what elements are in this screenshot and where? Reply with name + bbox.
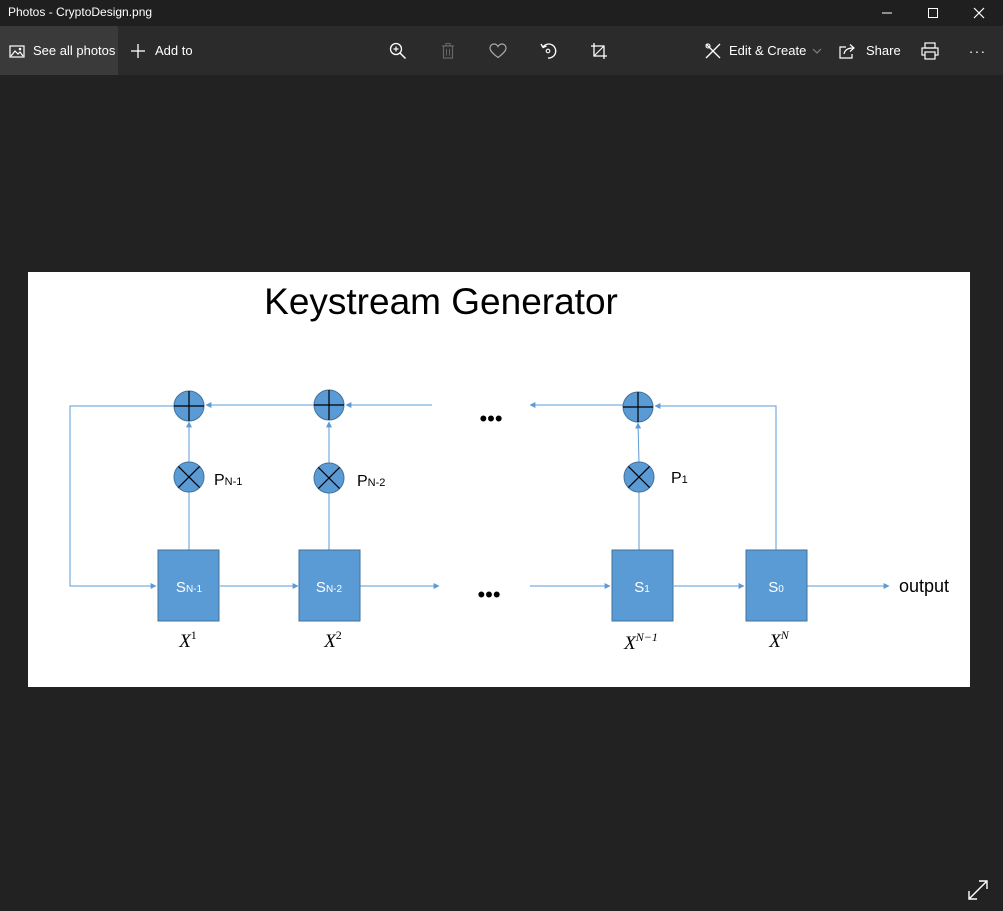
expand-icon [968, 880, 988, 900]
keystream-diagram: Keystream Generator [69, 281, 949, 654]
print-icon [921, 41, 939, 60]
register-box [298, 549, 361, 622]
register-labels: SN-1 SN-2 S1 S0 [176, 579, 784, 596]
ellipsis-bottom: ••• [477, 582, 500, 607]
see-all-label: See all photos [33, 43, 116, 58]
toolbar: See all photos Add to [0, 26, 1003, 75]
window-title: Photos - CryptoDesign.png [8, 5, 153, 19]
share-label: Share [866, 43, 901, 58]
ellipsis-top: ••• [479, 406, 502, 431]
more-icon: ... [969, 39, 987, 56]
rotate-button[interactable] [528, 26, 568, 75]
share-icon [839, 43, 855, 59]
delete-button[interactable] [428, 26, 468, 75]
term-label: XN [768, 628, 790, 652]
minimize-icon [882, 12, 892, 14]
fullscreen-button[interactable] [966, 878, 990, 902]
register-box [611, 549, 674, 622]
coefficient-labels: PN-1 PN-2 P1 [214, 470, 688, 490]
register-label: SN-1 [176, 579, 203, 596]
edit-create-button[interactable]: Edit & Create [704, 26, 822, 75]
coef-label: PN-1 [214, 472, 242, 489]
crop-button[interactable] [579, 26, 619, 75]
close-icon [973, 7, 985, 19]
print-button[interactable] [910, 26, 950, 75]
zoom-button[interactable] [378, 26, 418, 75]
term-label: X2 [323, 628, 342, 652]
share-button[interactable]: Share [839, 26, 901, 75]
output-label: output [899, 576, 949, 596]
diagram-title: Keystream Generator [264, 281, 618, 322]
term-labels: X1 X2 XN−1 XN [178, 628, 790, 654]
close-button[interactable] [956, 0, 1002, 26]
chevron-down-icon [812, 48, 822, 54]
feedback-lines [69, 402, 890, 589]
maximize-button[interactable] [910, 0, 956, 26]
maximize-icon [928, 8, 938, 18]
photo-image: Keystream Generator [28, 272, 970, 687]
see-all-photos-button[interactable]: See all photos [0, 26, 118, 75]
plus-icon [131, 43, 145, 58]
mult-to-xor-line [635, 422, 642, 463]
crop-icon [591, 42, 607, 59]
photos-icon [9, 44, 25, 58]
xor-nodes [173, 389, 654, 423]
xor-node [313, 389, 345, 421]
multiplier-nodes [173, 461, 655, 494]
xor-node [622, 391, 654, 423]
coef-label: PN-2 [357, 473, 385, 490]
register-label: SN-2 [316, 579, 343, 596]
coef-label: P1 [671, 470, 688, 487]
rotate-icon [540, 42, 557, 59]
register-box [157, 549, 220, 622]
register-label: S0 [768, 579, 784, 596]
xor-node [173, 390, 205, 422]
register-label: S1 [634, 579, 650, 596]
register-boxes [157, 549, 808, 622]
add-to-button[interactable]: Add to [130, 26, 193, 75]
s0-feedback-line [654, 403, 777, 550]
title-bar: Photos - CryptoDesign.png [0, 0, 1003, 26]
heart-icon [489, 42, 507, 58]
multiplier-node [313, 462, 345, 494]
add-to-label: Add to [155, 43, 193, 58]
term-label: X1 [178, 628, 197, 652]
feedback-loop-line [69, 405, 175, 589]
register-box [745, 549, 808, 622]
multiplier-node [623, 461, 655, 493]
trash-icon [442, 42, 454, 59]
edit-create-label: Edit & Create [729, 43, 807, 58]
multiplier-node [173, 461, 205, 493]
favorite-button[interactable] [478, 26, 518, 75]
more-button[interactable]: ... [958, 26, 998, 75]
zoom-in-icon [389, 42, 407, 59]
edit-create-icon [705, 42, 721, 58]
minimize-button[interactable] [864, 0, 910, 26]
term-label: XN−1 [623, 630, 658, 654]
